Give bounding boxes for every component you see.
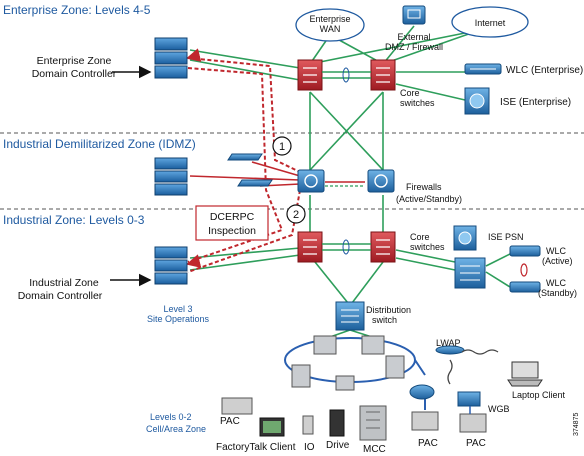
wgb-label: WGB: [488, 404, 510, 414]
router-icon: [409, 384, 435, 400]
wlc-standby-icon: [509, 281, 541, 293]
wlc-enterprise-label: WLC (Enterprise): [506, 65, 583, 76]
industrial-dc-label: Industrial Zone: [29, 277, 99, 289]
pac-right-label: PAC: [466, 438, 486, 449]
laptop-client-label: Laptop Client: [512, 390, 566, 400]
svg-text:Site Operations: Site Operations: [147, 314, 210, 324]
svg-text:DMZ / Firewall: DMZ / Firewall: [385, 42, 443, 52]
pac-left-icon: [221, 397, 253, 415]
enterprise-domain-controller-icon: [154, 37, 188, 79]
core-switches-bottom-label: Core: [410, 232, 430, 242]
ise-psn-icon: [453, 225, 477, 251]
industrial-domain-controller-icon: [154, 246, 188, 285]
drive-icon: [329, 409, 345, 437]
svg-text:switch: switch: [372, 315, 397, 325]
wlc-enterprise-icon: [464, 63, 502, 75]
pac-left-label: PAC: [220, 416, 240, 427]
core-switch-bottom-right-icon: [370, 231, 396, 263]
idmz-switch-upper-icon: [227, 153, 263, 161]
svg-text:WAN: WAN: [320, 24, 341, 34]
svg-text:DCERPC: DCERPC: [210, 211, 255, 223]
ise-enterprise-label: ISE (Enterprise): [500, 97, 571, 108]
distribution-switch-icon: [335, 301, 365, 331]
factorytalk-client-icon: [259, 417, 285, 437]
figure-id: 374875: [573, 413, 580, 436]
ring-switch-icon: [361, 335, 385, 355]
mcc-label: MCC: [363, 444, 386, 455]
svg-text:2: 2: [293, 209, 299, 221]
drive-label: Drive: [326, 440, 350, 451]
ise-enterprise-icon: [464, 87, 490, 115]
enterprise-wan-cloud: Enterprise WAN: [295, 8, 365, 42]
lwap-label: LWAP: [436, 338, 461, 348]
svg-text:Internet: Internet: [475, 18, 506, 28]
pac-mid-label: PAC: [418, 438, 438, 449]
svg-text:switches: switches: [410, 242, 445, 252]
dc-flow-arrow-top: [186, 48, 202, 62]
enterprise-dc-label: Enterprise Zone: [37, 55, 112, 67]
distribution-switch-label: Distribution: [366, 305, 411, 315]
lwap-icon: [435, 345, 465, 355]
pac-right-icon: [459, 413, 487, 433]
pac-mid-icon: [411, 411, 439, 431]
wlc-active-label: WLC: [546, 246, 567, 256]
dc-flow-arrow-bottom: [186, 254, 202, 268]
idmz-switch-lower-icon: [237, 179, 273, 187]
ise-psn-label: ISE PSN: [488, 232, 524, 242]
factorytalk-label: FactoryTalk Client: [216, 442, 296, 453]
core-switch-top-right-icon: [370, 59, 396, 91]
step-1-marker: 1: [272, 136, 292, 156]
external-dmz-label: External: [397, 32, 430, 42]
zone-label-idmz: Industrial Demilitarized Zone (IDMZ): [3, 137, 196, 151]
trusted-links: [189, 25, 511, 338]
firewall-standby-icon: [367, 169, 395, 193]
firewall-active-icon: [297, 169, 325, 193]
ring-switch-icon: [385, 355, 405, 379]
svg-text:switches: switches: [400, 98, 435, 108]
zone-label-industrial: Industrial Zone: Levels 0-3: [3, 213, 145, 227]
svg-text:(Active/Standby): (Active/Standby): [396, 194, 462, 204]
ise-access-switch-icon: [454, 257, 486, 289]
firewall-links: [189, 161, 365, 187]
core-switches-top-label: Core: [400, 88, 420, 98]
svg-text:Enterprise: Enterprise: [309, 14, 350, 24]
level3-label: Level 3: [163, 304, 192, 314]
dcerpc-inspection-callout: DCERPC Inspection: [195, 205, 269, 241]
svg-text:Domain Controller: Domain Controller: [18, 290, 103, 302]
ring-switch-icon: [335, 375, 355, 391]
laptop-icon: [507, 361, 543, 387]
mcc-icon: [359, 405, 387, 441]
core-switch-bottom-left-icon: [297, 231, 323, 263]
svg-text:(Active): (Active): [542, 256, 573, 266]
ring-switch-icon: [313, 335, 337, 355]
levels-0-2-label: Levels 0-2: [150, 412, 192, 422]
svg-text:Inspection: Inspection: [208, 225, 256, 237]
wlc-standby-label: WLC: [546, 278, 567, 288]
wireless-signal-icon: [461, 349, 499, 355]
step-2-marker: 2: [286, 204, 306, 224]
wlc-ha-link: [520, 263, 528, 277]
ring-switch-icon: [291, 364, 311, 388]
svg-text:1: 1: [279, 141, 285, 153]
io-label: IO: [304, 442, 315, 453]
svg-text:Cell/Area Zone: Cell/Area Zone: [146, 424, 206, 434]
core-switch-top-left-icon: [297, 59, 323, 91]
internet-cloud: Internet: [451, 6, 529, 38]
zone-label-enterprise: Enterprise Zone: Levels 4-5: [3, 3, 151, 17]
svg-text:(Standby): (Standby): [538, 288, 577, 298]
ring-switches: [291, 335, 405, 391]
external-firewall-icon: [402, 5, 426, 25]
wgb-icon: [457, 391, 481, 407]
idmz-server-icon: [154, 157, 188, 196]
svg-text:Domain Controller: Domain Controller: [32, 68, 117, 80]
io-icon: [302, 415, 314, 435]
wlc-active-icon: [509, 245, 541, 257]
firewalls-label: Firewalls: [406, 182, 442, 192]
